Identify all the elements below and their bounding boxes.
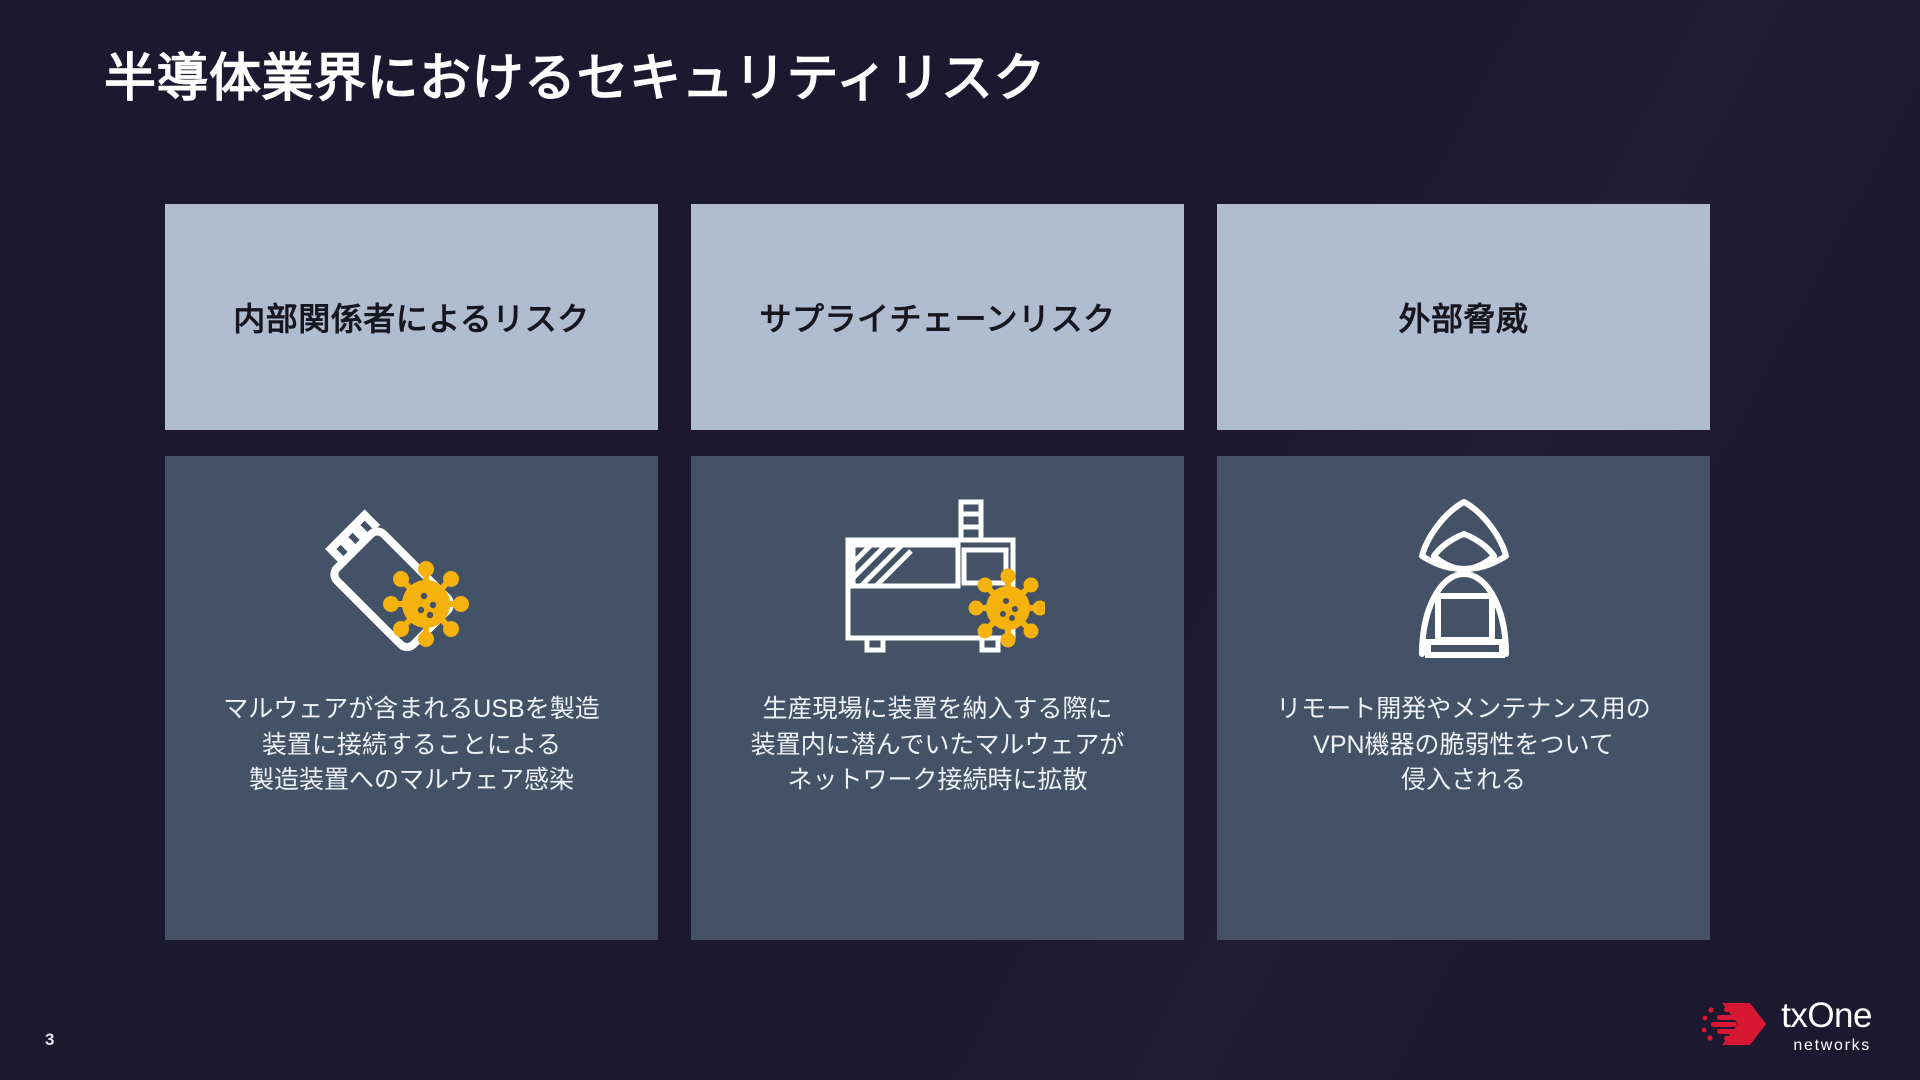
usb-drive-virus-icon <box>322 492 502 664</box>
txone-logo: txOne networks <box>1701 998 1872 1054</box>
manufacturing-equipment-virus-icon <box>830 492 1045 664</box>
risk-card-external-threat: 外部脅威 リモー <box>1217 204 1710 940</box>
risk-card-body: マルウェアが含まれるUSBを製造 装置に接続することによる 製造装置へのマルウェ… <box>165 456 658 940</box>
page-title: 半導体業界におけるセキュリティリスク <box>104 50 1046 108</box>
risk-card-title: サプライチェーンリスク <box>759 301 1116 337</box>
txone-wordmark: txOne networks <box>1781 998 1872 1054</box>
risk-card-supply-chain: サプライチェーンリスク <box>691 204 1184 940</box>
risk-card-description: リモート開発やメンテナンス用の VPN機器の脆弱性をついて 侵入される <box>1276 695 1651 794</box>
logo-subtitle: networks <box>1793 1037 1871 1054</box>
risk-card-header: サプライチェーンリスク <box>691 204 1184 430</box>
risk-card-title: 外部脅威 <box>1398 301 1529 337</box>
risk-card-insider: 内部関係者によるリスク <box>165 204 658 940</box>
risk-card-body: 生産現場に装置を納入する際に 装置内に潜んでいたマルウェアが ネットワーク接続時… <box>691 456 1184 940</box>
risk-card-header: 外部脅威 <box>1217 204 1710 430</box>
logo-name: txOne <box>1781 996 1872 1035</box>
page-number: 3 <box>45 1030 55 1049</box>
hooded-hacker-laptop-icon <box>1380 492 1548 664</box>
risk-card-title: 内部関係者によるリスク <box>233 301 590 337</box>
risk-card-body: リモート開発やメンテナンス用の VPN機器の脆弱性をついて 侵入される <box>1217 456 1710 940</box>
risk-card-description: 生産現場に装置を納入する際に 装置内に潜んでいたマルウェアが ネットワーク接続時… <box>750 695 1125 794</box>
risk-card-description: マルウェアが含まれるUSBを製造 装置に接続することによる 製造装置へのマルウェ… <box>223 695 600 794</box>
risk-card-header: 内部関係者によるリスク <box>165 204 658 430</box>
risk-card-grid: 内部関係者によるリスク <box>165 204 1710 940</box>
txone-logo-mark-icon <box>1701 999 1768 1054</box>
